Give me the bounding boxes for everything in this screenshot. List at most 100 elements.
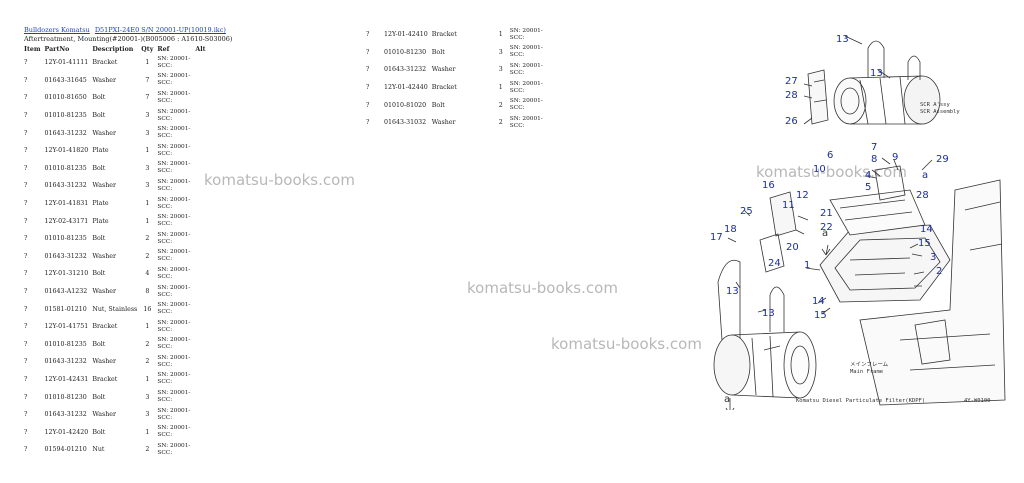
callout-11: 11 — [782, 200, 795, 211]
cell-item: ? — [366, 119, 370, 127]
callout-22: 24 — [768, 258, 781, 269]
cell-alt — [193, 248, 207, 266]
cell-partno: 01643-31645 — [44, 76, 87, 84]
cell-alt — [546, 79, 550, 97]
callout-4: 4 — [865, 170, 871, 181]
cell-partno: 12Y-01-41831 — [44, 200, 89, 208]
cell-item: ? — [24, 200, 28, 208]
cell-description: Bolt — [92, 428, 106, 436]
cell-partno: 12Y-01-42440 — [384, 84, 428, 92]
cell-description: Washer — [92, 288, 117, 296]
cell-ref: SN: 20001-SCC: — [509, 98, 543, 112]
cell-partno: 01643-31232 — [44, 129, 87, 137]
cell-partno: 01010-81235 — [44, 164, 87, 172]
cell-partno: 01643-31232 — [44, 411, 87, 419]
cell-ref: SN: 20001-SCC: — [157, 442, 191, 456]
page-subtitle: Aftertreatment, Mounting(#20001-)(B00500… — [24, 35, 233, 43]
cell-alt — [546, 26, 550, 44]
cell-item: ? — [24, 411, 28, 419]
cell-item: ? — [24, 305, 28, 313]
cell-qty: 2 — [498, 119, 503, 127]
cell-qty: 3 — [145, 393, 150, 401]
cell-description: Washer — [92, 358, 117, 366]
cell-alt — [193, 72, 207, 90]
cell-alt — [193, 160, 207, 178]
callout-16: 16 — [762, 180, 775, 191]
breadcrumb-link-model[interactable]: D51PXI-24E0 S/N 20001-UP(10019.ikc) — [94, 26, 226, 34]
cell-qty: 3 — [145, 164, 150, 172]
cell-item: ? — [366, 66, 370, 74]
cell-alt — [193, 423, 207, 441]
cell-alt — [193, 54, 207, 72]
cell-description: Washer — [92, 76, 117, 84]
cell-ref: SN: 20001-SCC: — [509, 80, 543, 94]
cell-description: Nut, Stainless — [92, 305, 138, 313]
cell-ref: SN: 20001-SCC: — [157, 126, 191, 140]
callout-17: 17 — [710, 232, 723, 243]
cell-ref: SN: 20001-SCC: — [157, 372, 191, 386]
cell-item: ? — [24, 112, 28, 120]
table-header-row: Item PartNo Description Qty Ref Alt — [22, 44, 208, 54]
breadcrumb-link-bulldozers[interactable]: Bulldozers Komatsu — [24, 26, 90, 34]
callout-23: 25 — [740, 206, 753, 217]
cell-item: ? — [24, 147, 28, 155]
cell-qty: 16 — [143, 305, 152, 313]
parts-table-left: Item PartNo Description Qty Ref Alt ?12Y… — [22, 44, 208, 459]
cell-qty: 2 — [145, 446, 150, 454]
column-header-alt: Alt — [195, 45, 206, 53]
cell-partno: 01643-31232 — [384, 66, 427, 74]
cell-partno: 12Y-01-41820 — [44, 147, 89, 155]
cell-description: Bracket — [92, 59, 118, 67]
exploded-parts-diagram: 13 13 27 28 26 6 7 8 9 10 4 5 29 a 28 16… — [710, 34, 1006, 410]
cell-item: ? — [24, 288, 28, 296]
cell-description: Bracket — [431, 31, 457, 39]
cell-alt — [193, 441, 207, 459]
callout-8: 8 — [871, 154, 877, 165]
callout-14: 14 — [812, 296, 825, 307]
callout-13: 13 — [870, 68, 883, 79]
callout-5: 5 — [865, 182, 871, 193]
cell-ref: SN: 20001-SCC: — [509, 45, 543, 59]
cell-qty: 2 — [145, 340, 150, 348]
callout-25: 27 — [785, 76, 798, 87]
cell-qty: 2 — [145, 358, 150, 366]
cell-ref: SN: 20001-SCC: — [157, 214, 191, 228]
callout-29: a — [922, 170, 928, 181]
cell-ref: SN: 20001-SCC: — [157, 390, 191, 404]
cell-qty: 1 — [145, 375, 150, 383]
cell-partno: 01010-81650 — [44, 94, 87, 102]
cell-description: Bolt — [431, 101, 445, 109]
cell-qty: 3 — [498, 48, 503, 56]
cell-qty: 1 — [145, 323, 150, 331]
cell-description: Bolt — [92, 393, 106, 401]
cell-partno: 01643-A1232 — [44, 288, 88, 296]
callout-6: 6 — [827, 150, 833, 161]
main-frame-label: Main Frame — [850, 369, 883, 375]
cell-description: Washer — [431, 66, 456, 74]
cell-partno: 01010-81235 — [44, 112, 87, 120]
cell-ref: SN: 20001-SCC: — [157, 143, 191, 157]
cell-description: Bracket — [92, 323, 118, 331]
cell-description: Bracket — [92, 375, 118, 383]
scr-label: SCR A'ssy — [920, 102, 950, 108]
cell-qty: 3 — [145, 182, 150, 190]
callout-3: 3 — [930, 252, 936, 263]
cell-alt — [193, 107, 207, 125]
column-header-partno: PartNo — [44, 45, 70, 53]
cell-description: Plate — [92, 217, 109, 225]
drawing-lines — [713, 35, 1006, 410]
